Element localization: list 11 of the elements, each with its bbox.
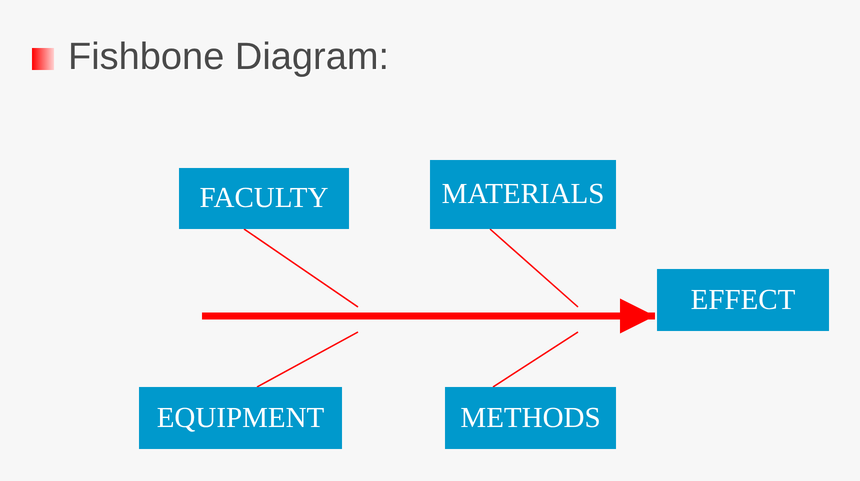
bone-line	[244, 228, 358, 308]
title: Fishbone Diagram:	[68, 36, 390, 79]
cause-box: MATERIALS	[430, 160, 616, 229]
cause-box: FACULTY	[179, 168, 349, 229]
cause-box: EQUIPMENT	[139, 387, 342, 449]
cause-box: EFFECT	[657, 269, 829, 331]
spine-arrow	[202, 298, 655, 334]
bone-line	[490, 228, 578, 308]
bone-line	[492, 331, 578, 388]
cause-box: METHODS	[445, 387, 616, 449]
bone-line	[256, 331, 358, 388]
